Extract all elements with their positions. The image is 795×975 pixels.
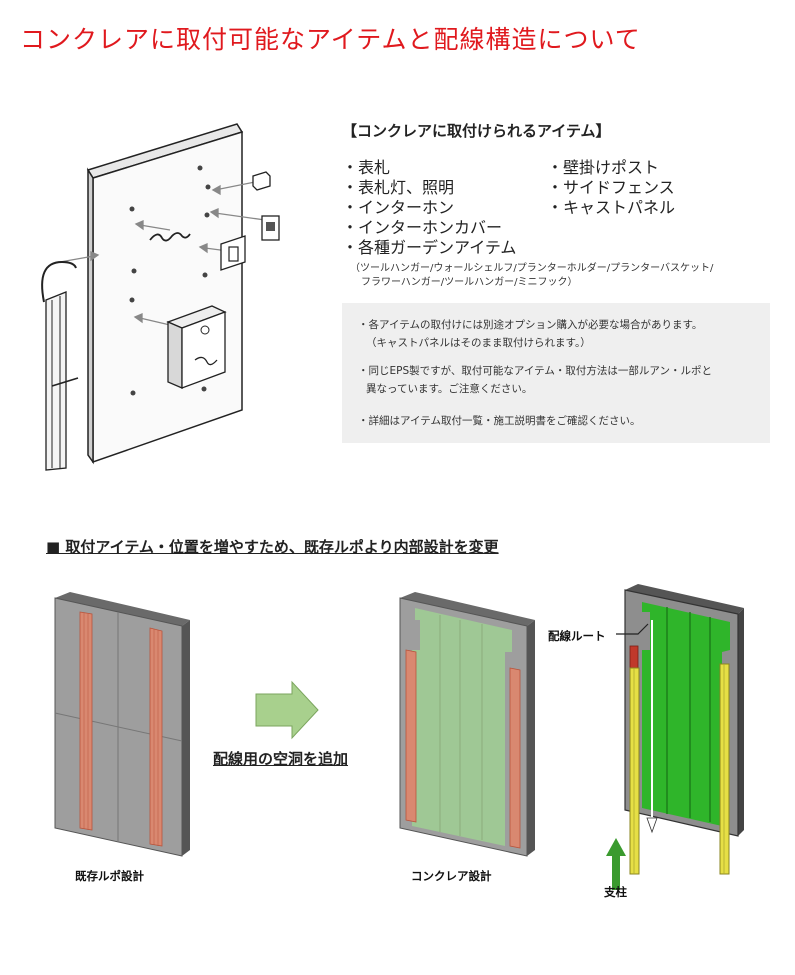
existing-panel (54, 592, 190, 857)
section2-heading: ■ 取付アイテム・位置を増やすため、既存ルポより内部設計を変更 (46, 538, 499, 556)
notes-box: ・各アイテムの取付けには別途オプション購入が必要な場合があります。 （キャストパ… (342, 303, 770, 443)
concrea-panel (399, 592, 535, 857)
page-title: コンクレアに取付可能なアイテムと配線構造について (20, 25, 641, 54)
label-wiring-route: 配線ルート (548, 629, 606, 643)
garden-detail-line2: フラワーハンガー/ツールハンガー/ミニフック） (361, 277, 578, 288)
item-intercom: ・インターホン (342, 198, 455, 217)
item-side-fence: ・サイドフェンス (547, 178, 675, 197)
panel-items-illustration (41, 123, 280, 471)
note-2-sub: 異なっています。ご注意ください。 (366, 383, 533, 395)
concrea-cutaway-panel (624, 584, 744, 875)
up-arrow-icon (606, 838, 626, 890)
note-1: ・各アイテムの取付けには別途オプション購入が必要な場合があります。 (358, 319, 703, 331)
right-arrow-icon (255, 680, 319, 740)
items-heading: 【コンクレアに取付けられるアイテム】 (342, 122, 611, 140)
note-1-sub: （キャストパネルはそのまま取付けられます。） (366, 337, 591, 349)
item-lighting: ・表札灯、照明 (342, 178, 455, 197)
label-concrea-design: コンクレア設計 (411, 869, 492, 883)
item-intercom-cover: ・インターホンカバー (342, 218, 503, 237)
item-garden: ・各種ガーデンアイテム (342, 238, 517, 257)
label-post: 支柱 (604, 885, 627, 899)
item-wall-post: ・壁掛けポスト (547, 158, 660, 177)
note-3: ・詳細はアイテム取付一覧・施工説明書をご確認ください。 (358, 415, 641, 427)
garden-detail-line1: （ツールハンガー/ウォールシェルフ/プランターホルダー/プランターバスケット/ (350, 263, 714, 274)
label-existing-design: 既存ルポ設計 (75, 869, 144, 883)
note-2: ・同じEPS製ですが、取付可能なアイテム・取付方法は一部ルアン・ルポと (358, 365, 712, 377)
item-cast-panel: ・キャストパネル (547, 198, 676, 217)
arrow-caption: 配線用の空洞を追加 (213, 750, 349, 768)
item-nameplate: ・表札 (342, 158, 391, 177)
